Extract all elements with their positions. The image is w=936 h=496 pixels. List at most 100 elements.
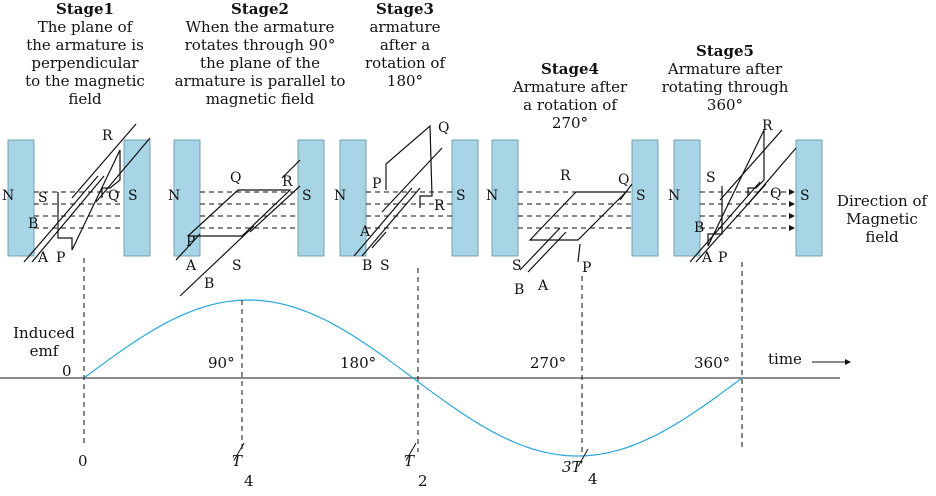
coil-letter-s-stage-4: S <box>512 258 522 274</box>
coil-stage-2-edge-b <box>179 225 255 297</box>
coil-letter-p-stage-2: P <box>186 234 195 250</box>
pole-label-south-stage-2: S <box>302 188 312 204</box>
stage-4-text: Armature after a rotation of 270° <box>512 78 628 132</box>
coil-letter-a-stage-5: A <box>701 250 713 266</box>
coil-letter-s-stage-3: S <box>380 258 390 274</box>
coil-stage-5-edge-d <box>747 147 797 205</box>
coil-stage-4-edge-a <box>519 227 561 271</box>
magnet-north-stage-2 <box>173 139 201 257</box>
coil-letter-r-stage-1: R <box>102 128 113 144</box>
coil-stage-1 <box>57 149 121 251</box>
coil-letter-q-stage-1: Q <box>108 188 119 204</box>
magnet-south-stage-4 <box>631 139 659 257</box>
coil-stage-3-edge-a <box>353 187 413 257</box>
coil-stage-1-edge-d <box>95 137 151 203</box>
coil-letter-s-stage-5: S <box>706 170 716 186</box>
coil-letter-a-stage-4: A <box>537 278 549 294</box>
magnet-south-stage-5 <box>795 139 823 257</box>
stage-3-text: armature after a rotation of 180° <box>364 18 446 90</box>
coil-stage-4 <box>528 191 628 241</box>
time-mark-half-num: T <box>404 452 415 470</box>
coil-letter-p-stage-4: P <box>582 260 591 276</box>
origin-label: 0 <box>62 362 72 380</box>
pole-label-north-stage-1: N <box>2 188 14 204</box>
time-mark-three-quarter: 3T 4 <box>560 448 610 494</box>
coil-stage-1-edge-b <box>31 175 105 263</box>
time-mark-three-quarter-den: 4 <box>588 470 598 488</box>
time-mark-half-den: 2 <box>418 472 428 490</box>
pole-label-north-stage-4: N <box>486 188 498 204</box>
stage-4-caption: Stage4 Armature after a rotation of 270° <box>490 60 650 132</box>
stage-5-caption: Stage5 Armature after rotating through 3… <box>645 42 805 114</box>
coil-letter-q-stage-2: Q <box>230 170 241 186</box>
stage-5-text: Armature after rotating through 360° <box>661 60 789 114</box>
coil-stage-4-edge-d <box>619 183 633 201</box>
time-mark-quarter: T 4 <box>226 442 266 492</box>
time-axis-label: time <box>768 350 802 368</box>
field-direction-label: Direction of Magnetic field <box>836 192 928 246</box>
coil-letter-p-stage-5: P <box>718 250 727 266</box>
emf-graph <box>0 258 851 457</box>
coil-stage-1-edge-c <box>71 123 137 199</box>
coil-letter-b-stage-1: B <box>28 216 38 232</box>
coil-letter-r-stage-3: R <box>434 198 445 214</box>
coil-letter-p-stage-1: P <box>56 250 65 266</box>
coil-stage-4-edge-c <box>577 243 581 263</box>
time-mark-half: T 2 <box>400 442 440 492</box>
pole-label-south-stage-3: S <box>456 188 466 204</box>
stage-4-title: Stage4 <box>541 60 599 78</box>
coil-letter-a-stage-3: A <box>359 224 371 240</box>
coil-stage-1-edge-a <box>23 175 99 263</box>
coil-stage-5-edge-a <box>689 181 761 263</box>
coil-stage-5 <box>707 129 765 247</box>
coil-stage-4-edge-b <box>527 231 567 273</box>
angle-label-360: 360° <box>694 354 731 372</box>
emf-curve <box>83 299 743 457</box>
coil-letter-s-stage-1: S <box>38 190 48 206</box>
coil-letter-q-stage-4: Q <box>618 172 629 188</box>
pole-label-north-stage-5: N <box>668 188 680 204</box>
time-mark-0-num: 0 <box>78 452 88 470</box>
coil-stage-5-edge-c <box>719 129 783 201</box>
coil-letter-b-stage-2: B <box>204 276 214 292</box>
angle-label-180: 180° <box>340 354 377 372</box>
pole-label-south-stage-5: S <box>800 188 810 204</box>
coil-letter-r-stage-4: R <box>560 168 571 184</box>
coil-letter-s-stage-2: S <box>232 258 242 274</box>
coil-letter-r-stage-5: R <box>762 118 773 134</box>
stage-2-caption: Stage2 When the armature rotates through… <box>160 0 360 108</box>
armature-coils <box>23 123 797 297</box>
coil-stage-2-edge-a <box>175 233 201 261</box>
stage-2-title: Stage2 <box>231 0 289 18</box>
coil-stage-2-edge-d <box>281 159 301 179</box>
coil-letter-b-stage-4: B <box>514 282 524 298</box>
coil-letter-q-stage-5: Q <box>770 186 781 202</box>
coil-letter-a-stage-1: A <box>37 250 49 266</box>
magnet-south-stage-3 <box>451 139 479 257</box>
coil-letter-a-stage-2: A <box>185 258 197 274</box>
stage-5-title: Stage5 <box>696 42 754 60</box>
stage-1-caption: Stage1 The plane of the armature is perp… <box>0 0 170 108</box>
magnet-north-stage-5 <box>673 139 701 257</box>
coil-stage-2 <box>187 189 292 237</box>
pole-label-north-stage-2: N <box>168 188 180 204</box>
coil-stage-3 <box>385 124 433 208</box>
stage-1-text: The plane of the armature is perpendicul… <box>25 18 145 108</box>
coil-letter-q-stage-3: Q <box>438 120 449 136</box>
emf-axis-label: Induced emf <box>13 324 75 360</box>
angle-label-270: 270° <box>530 354 567 372</box>
time-mark-quarter-den: 4 <box>244 472 254 490</box>
stage-2-text: When the armature rotates through 90° th… <box>174 18 346 108</box>
stage-3-title: Stage3 <box>376 0 434 18</box>
pole-label-south-stage-1: S <box>128 188 138 204</box>
magnet-south-stage-2 <box>297 139 325 257</box>
stage-1-title: Stage1 <box>56 0 114 18</box>
coil-letter-p-stage-3: P <box>372 176 381 192</box>
coil-letter-r-stage-2: R <box>282 174 293 190</box>
coil-stage-3-edge-d <box>371 231 387 249</box>
time-mark-quarter-num: T <box>232 452 243 470</box>
pole-label-south-stage-4: S <box>636 188 646 204</box>
magnet-north-stage-4 <box>491 139 519 257</box>
